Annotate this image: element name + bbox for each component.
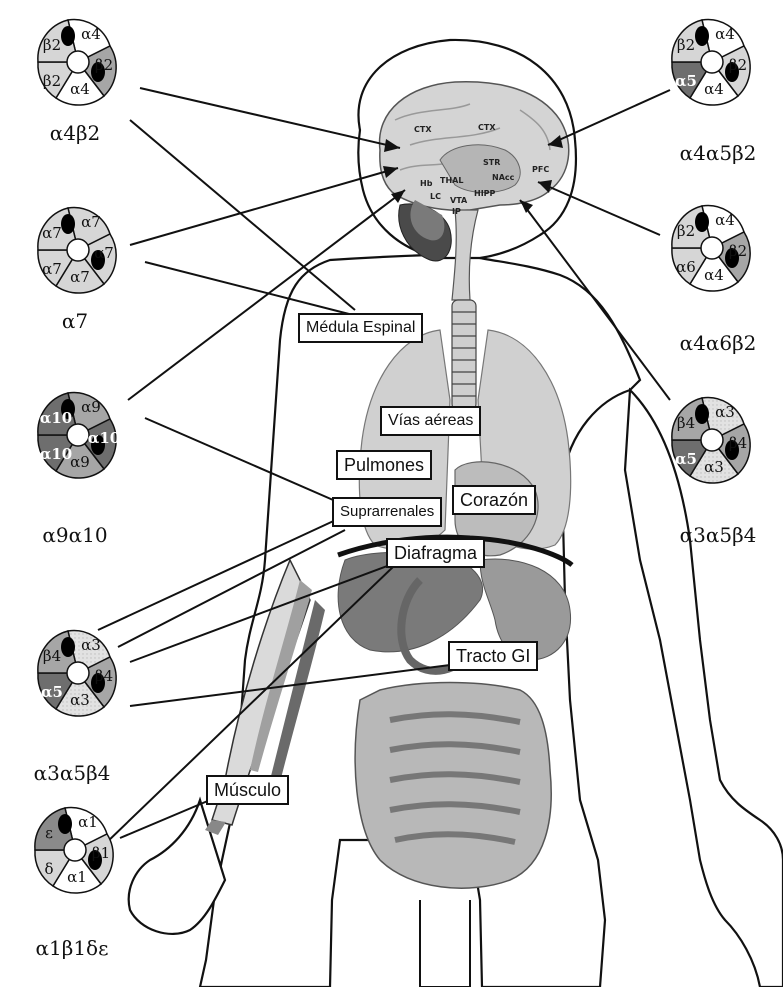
subunit-label: α10	[40, 409, 72, 427]
subunit-label: α5	[675, 72, 697, 90]
subunit-label: α4	[70, 80, 90, 98]
subunit-label: α4	[704, 80, 724, 98]
subunit-label: β2	[677, 222, 695, 240]
subunit-label: α7	[94, 244, 114, 262]
receptor-a4a5b2: α4 β2 α4 α5 β2	[672, 20, 750, 105]
subunit-label: α3	[70, 691, 90, 709]
subunit-label: β4	[43, 647, 61, 665]
brain-label-str: STR	[483, 158, 500, 167]
subunit-label: β4	[677, 414, 695, 432]
binding-site	[61, 26, 75, 46]
subunit-label: α7	[42, 224, 62, 242]
brain-label-ctx1: CTX	[414, 125, 432, 134]
subunit-label: α4	[715, 211, 735, 229]
subunit-label: β1	[92, 844, 110, 862]
intestines	[355, 683, 551, 889]
subunit-label: β2	[95, 56, 113, 74]
subunit-label: β2	[729, 56, 747, 74]
receptor-name-a4a5b2: α4α5β2	[680, 141, 757, 165]
receptor-name-a7: α7	[62, 309, 88, 333]
subunit-label: α4	[715, 25, 735, 43]
binding-site	[61, 637, 75, 657]
subunit-label: α7	[70, 268, 90, 286]
brain-label-lc: LC	[430, 192, 441, 201]
receptor-name-a9a10: α9α10	[42, 523, 107, 547]
brain-label-hb: Hb	[420, 179, 433, 188]
label-gi-tract: Tracto GI	[448, 641, 538, 671]
central-pore	[64, 839, 86, 861]
brain-label-vta: VTA	[450, 196, 468, 205]
label-diaphragm: Diafragma	[386, 538, 485, 568]
binding-site	[695, 404, 709, 424]
subunit-label: α9	[81, 398, 101, 416]
subunit-label: β4	[95, 667, 113, 685]
label-muscle: Músculo	[206, 775, 289, 805]
central-pore	[701, 237, 723, 259]
receptor-a9a10: α9 α10 α9 α10 α10	[38, 393, 120, 478]
subunit-label: α5	[675, 450, 697, 468]
brain-label-pfc: PFC	[532, 165, 549, 174]
brain-label-nacc: NAcc	[492, 173, 515, 182]
brain-label-ctx2: CTX	[478, 123, 496, 132]
binding-site	[58, 814, 72, 834]
subunit-label: β2	[677, 36, 695, 54]
subunit-label: α1	[67, 868, 87, 886]
subunit-label: β2	[43, 36, 61, 54]
receptor-name-a3a5b4-left: α3α5β4	[34, 761, 111, 785]
label-lungs: Pulmones	[336, 450, 432, 480]
receptor-a4b2: α4 β2 α4 β2 β2	[38, 20, 116, 105]
subunit-label: α4	[704, 266, 724, 284]
subunit-label: α10	[88, 429, 120, 447]
subunit-label: α4	[81, 25, 101, 43]
subunit-label: α9	[70, 453, 90, 471]
receptor-name-a1b1de: α1β1δε	[36, 936, 109, 960]
trachea	[452, 300, 476, 410]
central-pore	[67, 662, 89, 684]
receptor-name-a4a6b2: α4α6β2	[680, 331, 757, 355]
central-pore	[67, 239, 89, 261]
label-adrenals: Suprarrenales	[332, 497, 442, 527]
brain-label-hipp: HIPP	[474, 189, 496, 198]
brain-label-thal: THAL	[440, 176, 463, 185]
subunit-label: α7	[81, 213, 101, 231]
subunit-label: β2	[729, 242, 747, 260]
label-spinal-cord: Médula Espinal	[298, 313, 423, 343]
subunit-label: α6	[676, 258, 696, 276]
central-pore	[67, 424, 89, 446]
receptor-a1b1de: α1 β1 α1 δ ε	[35, 808, 113, 893]
brain-label-ip: IP	[452, 207, 461, 216]
subunit-label: α3	[715, 403, 735, 421]
receptor-a7: α7 α7 α7 α7 α7	[38, 208, 116, 293]
central-pore	[701, 429, 723, 451]
binding-site	[695, 212, 709, 232]
receptor-a3a5b4-left: α3 β4 α3 α5 β4	[38, 631, 116, 716]
receptor-name-a4b2: α4β2	[50, 121, 101, 145]
subunit-label: α3	[81, 636, 101, 654]
label-airways: Vías aéreas	[380, 406, 481, 436]
label-heart: Corazón	[452, 485, 536, 515]
subunit-label: α10	[40, 445, 72, 463]
receptor-a3a5b4-right: α3 β4 α3 α5 β4	[672, 398, 750, 483]
subunit-label: δ	[44, 860, 53, 878]
subunit-label: β4	[729, 434, 747, 452]
subunit-label: α5	[41, 683, 63, 701]
binding-site	[61, 214, 75, 234]
subunit-label: ε	[45, 824, 53, 842]
binding-site	[695, 26, 709, 46]
receptor-a4a6b2: α4 β2 α4 α6 β2	[672, 206, 750, 291]
subunit-label: β2	[43, 72, 61, 90]
receptor-name-a3a5b4-right: α3α5β4	[680, 523, 757, 547]
subunit-label: α3	[704, 458, 724, 476]
central-pore	[701, 51, 723, 73]
subunit-label: α1	[78, 813, 98, 831]
central-pore	[67, 51, 89, 73]
subunit-label: α7	[42, 260, 62, 278]
